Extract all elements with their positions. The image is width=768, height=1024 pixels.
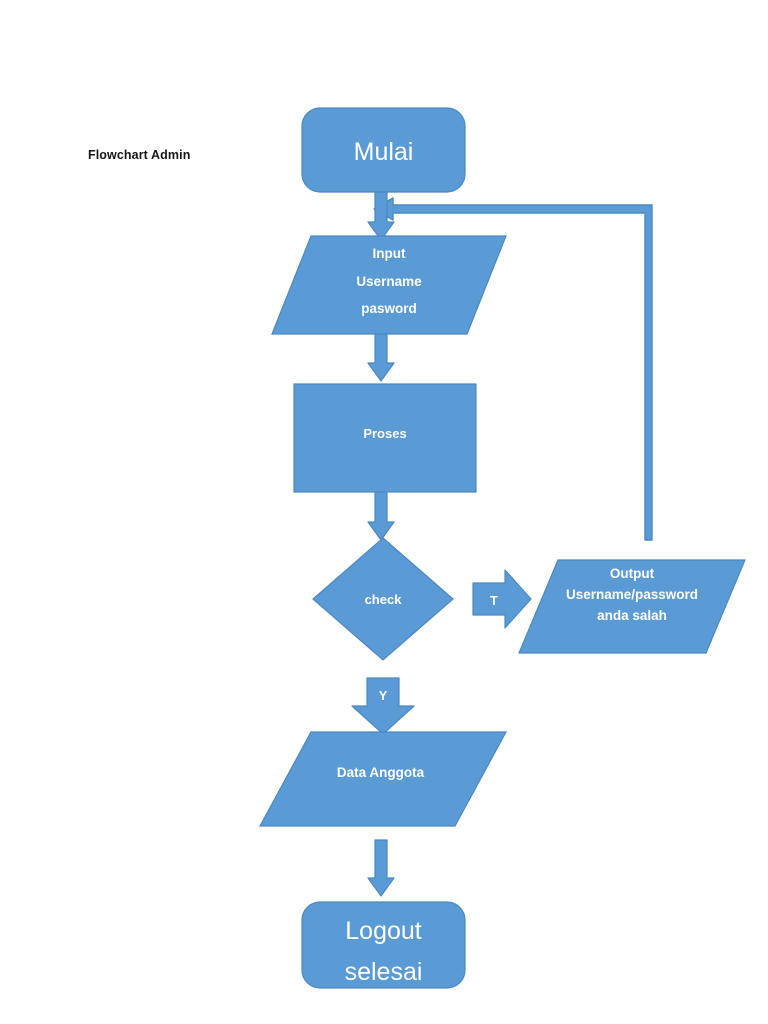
- node-logout[interactable]: [301, 901, 466, 989]
- node-mulai[interactable]: [301, 107, 466, 193]
- branch-arrow-true[interactable]: [472, 569, 532, 629]
- connector-input-to-proses: [367, 333, 395, 382]
- node-output-salah[interactable]: [518, 559, 746, 654]
- connector-mulai-to-input: [367, 191, 395, 241]
- branch-arrow-yes[interactable]: [351, 677, 415, 735]
- connector-data-to-logout: [367, 839, 395, 897]
- node-proses[interactable]: [293, 383, 477, 493]
- page-title: Flowchart Admin: [88, 148, 191, 162]
- node-data-anggota[interactable]: [258, 731, 508, 827]
- node-input-login[interactable]: [271, 235, 507, 335]
- connector-proses-to-check: [367, 491, 395, 541]
- node-check[interactable]: [312, 537, 454, 661]
